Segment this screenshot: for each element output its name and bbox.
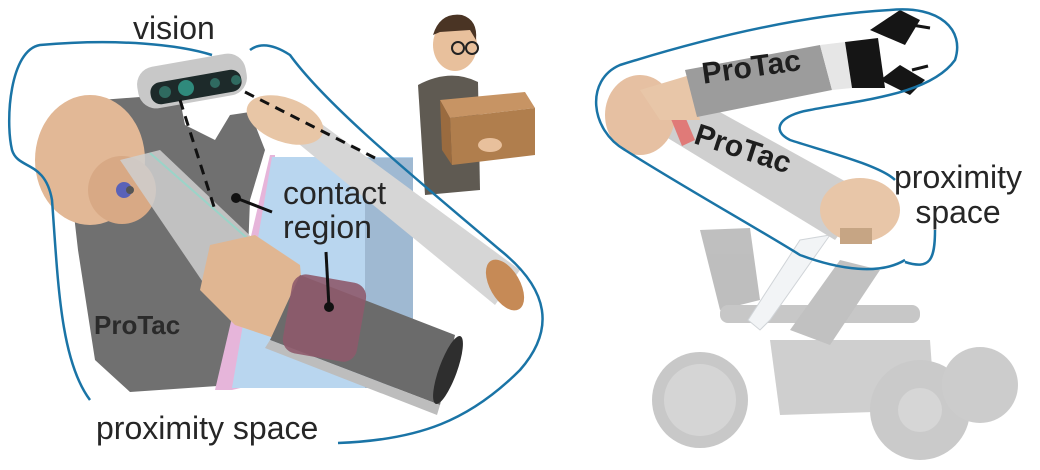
- label-proximity-space-right: proximity space: [894, 160, 1022, 230]
- label-protac-left: ProTac: [94, 310, 181, 340]
- label-contact-line2: region: [283, 209, 372, 245]
- robot-link-upper-right: [640, 42, 852, 120]
- contact-leader-top: [235, 196, 273, 214]
- proximity-boundary-right: [595, 8, 959, 271]
- label-contact-line1: contact: [283, 175, 387, 211]
- depth-camera-icon: [137, 53, 247, 109]
- fov-line-left: [178, 99, 217, 211]
- human-with-box-icon: [418, 14, 535, 195]
- wheelchair: [652, 228, 1018, 460]
- fov-line-right: [244, 90, 376, 160]
- contact-leader-bottom: [324, 251, 331, 308]
- robot-joint-elbow: [200, 235, 305, 340]
- contact-patch: [282, 274, 367, 362]
- gripper-icon: [845, 10, 931, 95]
- robot-link-back: [246, 95, 525, 311]
- label-contact-region: contact region: [283, 176, 386, 244]
- label-proximity-line1: proximity: [894, 159, 1023, 195]
- proximity-boundary-left: [7, 40, 544, 445]
- label-proximity-space-left: proximity space: [96, 410, 319, 446]
- label-proximity-line2: space: [915, 194, 1001, 230]
- label-vision: vision: [133, 10, 215, 46]
